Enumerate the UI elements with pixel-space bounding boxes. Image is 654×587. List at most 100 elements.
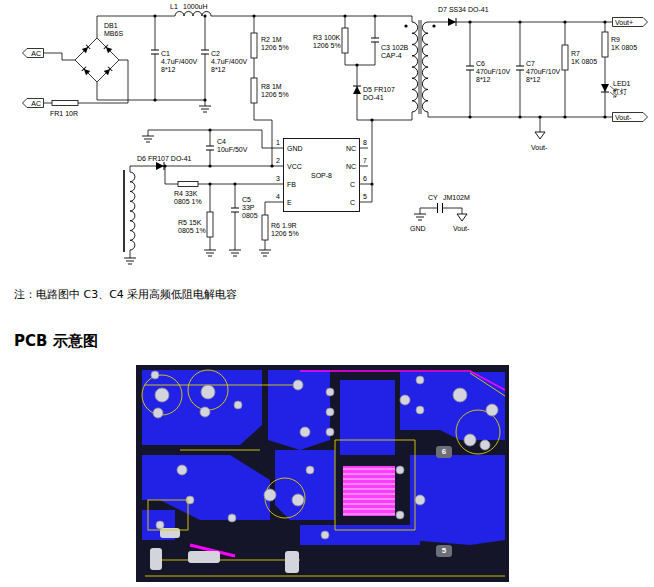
ground-symbol — [199, 106, 211, 112]
ground-symbol — [124, 258, 136, 264]
capacitor-symbol — [515, 66, 525, 70]
silkscreen-line — [470, 373, 505, 396]
diode-symbol — [82, 67, 90, 75]
capacitor-symbol — [150, 50, 160, 54]
wire — [205, 16, 206, 106]
part-label: C7 — [526, 60, 535, 67]
part-label: 1206 5% — [261, 91, 289, 98]
pin-name: VCC — [287, 163, 302, 170]
junction-dot — [208, 182, 211, 185]
pin-name: GND — [287, 145, 303, 152]
terminal-tag: Vout+ — [612, 17, 648, 27]
cap-plate — [206, 150, 214, 151]
cap-gap — [200, 50, 210, 54]
terminal-tag: AC — [22, 48, 44, 58]
cap-plate — [206, 146, 214, 147]
ground-bar — [126, 261, 134, 262]
part-label: R8 1M — [261, 83, 282, 90]
part-label: D5 FR107 — [363, 86, 395, 93]
part-label: 4.7uF/400V — [211, 58, 247, 65]
part-label: C3 102B — [381, 44, 408, 51]
footprint-stripe — [343, 468, 395, 470]
solder-pad — [201, 385, 215, 399]
junction-dot — [603, 115, 606, 118]
wire — [44, 103, 52, 104]
footprint-stripe — [343, 503, 395, 505]
footprint-stripe — [343, 493, 395, 495]
part-label: 8*12 — [161, 66, 175, 73]
wire — [97, 16, 175, 38]
pin-number: 2 — [276, 157, 280, 164]
tag-shape — [23, 49, 44, 58]
ground-bar — [231, 253, 239, 254]
junction-dot — [233, 182, 236, 185]
solder-pad — [396, 466, 404, 474]
part-label: C1 — [161, 50, 170, 57]
copper-pour — [410, 455, 505, 545]
part-label: 470uF/10V — [476, 68, 510, 75]
pin-name: NC — [346, 163, 356, 170]
footprint-stripe — [343, 473, 395, 475]
part-label: L1 — [170, 3, 178, 10]
cap-plate — [516, 70, 524, 71]
smd-pad — [188, 551, 220, 563]
junction-dot — [163, 164, 166, 167]
footprint-stripe — [343, 488, 395, 490]
junction-dot — [203, 98, 206, 101]
ground-bar — [199, 106, 211, 107]
part-label: MB6S — [104, 30, 123, 37]
capacitor-outline — [456, 410, 500, 454]
copper-pour — [340, 380, 395, 455]
tag-shape — [23, 99, 44, 108]
part-label: 33P — [242, 204, 254, 211]
part-label: 1206 5% — [313, 42, 341, 49]
part-label: 4.7uF/400V — [161, 58, 197, 65]
ground-bar — [229, 250, 241, 251]
pad-shape — [436, 446, 452, 458]
diode-symbol — [104, 67, 112, 75]
junction-dot — [432, 24, 435, 27]
diode-bar — [82, 67, 86, 71]
solder-pad — [177, 465, 187, 475]
ground-bar — [124, 258, 136, 259]
ground-symbol — [414, 214, 426, 220]
copper-pour — [142, 370, 262, 445]
junction-dot — [208, 128, 211, 131]
diode-bar — [108, 67, 112, 71]
diode-symbol — [104, 45, 112, 53]
capacitor-symbol — [200, 50, 210, 54]
ground-symbol — [229, 250, 241, 256]
part-label: LED1 — [613, 80, 631, 87]
part-label: Vout- — [453, 225, 469, 232]
junction-dot — [153, 98, 156, 101]
wire — [78, 60, 128, 103]
node-text: AC — [31, 50, 41, 57]
solder-pad — [264, 489, 276, 501]
wire — [148, 130, 283, 148]
cap-gap — [438, 203, 443, 213]
wire — [44, 53, 75, 60]
cap-plate — [371, 42, 379, 43]
diode-body — [448, 18, 456, 26]
solder-pad — [486, 404, 498, 416]
terminal-tag: Vout- — [612, 112, 648, 122]
ground-bar — [201, 109, 209, 110]
resistor-symbol — [251, 78, 257, 103]
diode-body — [353, 86, 361, 94]
solder-pad — [153, 408, 163, 418]
part-label: 1000uH — [183, 3, 208, 10]
junction-dot — [468, 20, 471, 23]
junction-dot — [404, 24, 407, 27]
pcb-illustration — [136, 365, 509, 582]
tag-shape — [613, 18, 648, 27]
solder-pad — [400, 395, 410, 405]
winding-core — [123, 170, 125, 252]
cap-plate — [201, 54, 209, 55]
part-label: DO-41 — [363, 94, 384, 101]
part-label: R2 1M — [261, 36, 282, 43]
part-label: Vout- — [531, 144, 547, 151]
capacitor-symbol — [205, 146, 215, 150]
section-heading: PCB 示意图 — [14, 334, 98, 349]
diode-bar — [86, 45, 90, 49]
part-label: R6 1.9R — [271, 222, 297, 229]
